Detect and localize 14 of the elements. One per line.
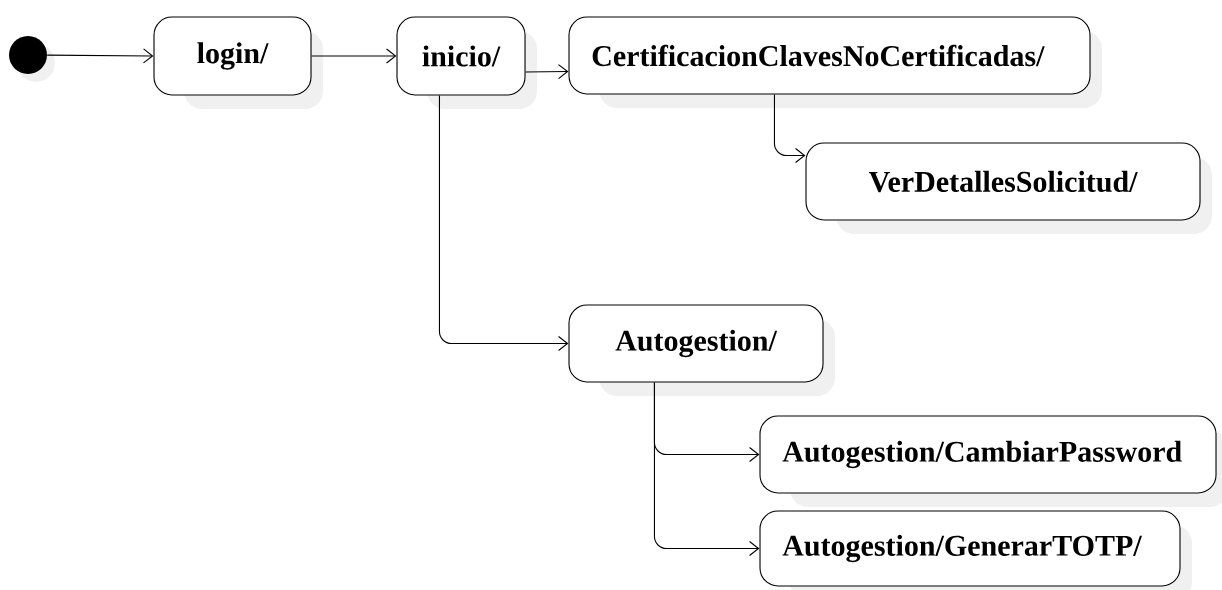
state-box: VerDetallesSolicitud/ — [805, 142, 1212, 234]
arrow — [438, 95, 569, 352]
arrow — [525, 64, 569, 80]
arrow — [46, 48, 154, 64]
arrow — [311, 48, 397, 64]
state-box: Autogestion/GenerarTOTP/ — [759, 510, 1192, 590]
state-box: inicio/ — [396, 16, 537, 109]
initial-state — [9, 36, 55, 82]
state-box: CertificacionClavesNoCertificadas/ — [568, 16, 1102, 108]
state-box: Autogestion/ — [568, 304, 835, 396]
arrow — [773, 94, 806, 164]
state-box: Autogestion/CambiarPassword — [759, 415, 1222, 507]
state-box: login/ — [153, 16, 323, 109]
arrow — [653, 382, 760, 557]
